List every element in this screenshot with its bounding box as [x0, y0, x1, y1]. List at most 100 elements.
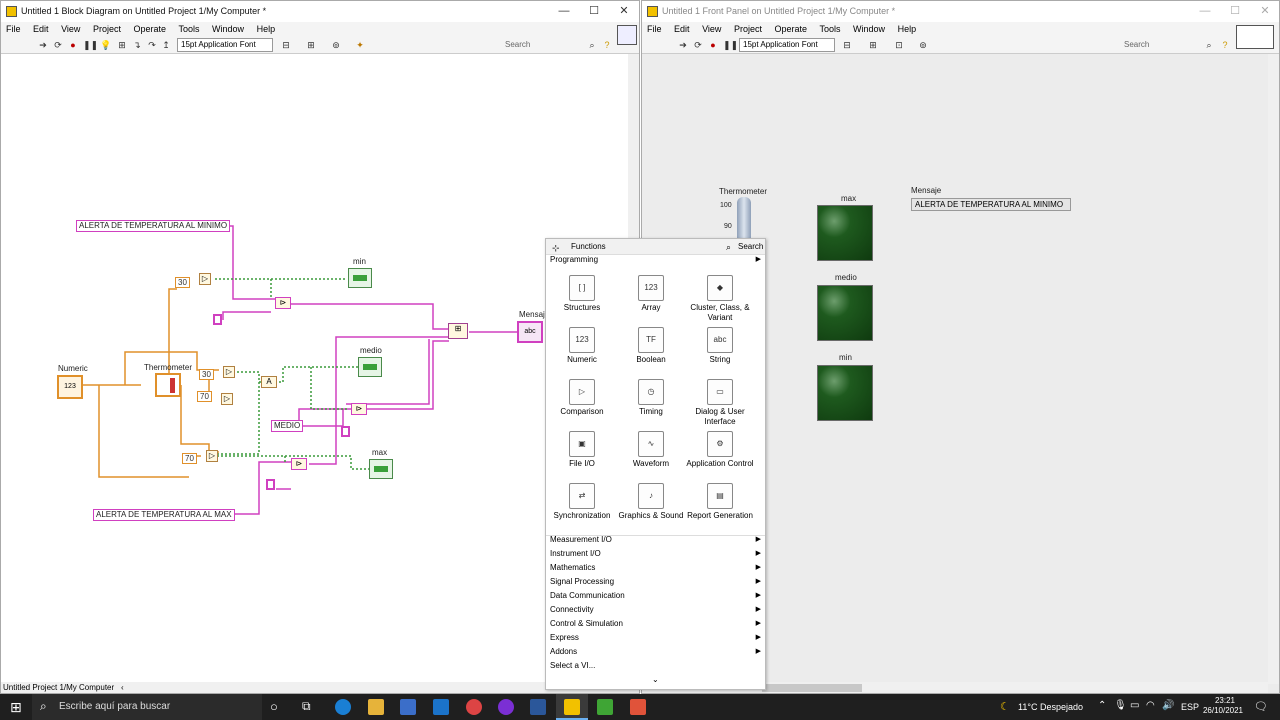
numeric-terminal[interactable]: 123 [57, 375, 83, 399]
bd-search[interactable]: Search [505, 40, 531, 49]
volume-icon[interactable]: 🔊 [1162, 700, 1175, 711]
taskbar-search[interactable]: ⌕ Escribe aquí para buscar [32, 694, 262, 720]
fp-help-icon[interactable]: ? [1222, 40, 1228, 50]
build-array-node[interactable]: ⊞ [448, 323, 468, 339]
fp-vertical-scrollbar[interactable] [1268, 54, 1279, 684]
recorder-icon[interactable] [630, 699, 646, 715]
medio-constant[interactable]: MEDIO [271, 420, 304, 432]
network-icon[interactable]: ▭ [1130, 700, 1140, 711]
and-node[interactable]: A [261, 376, 277, 388]
edge-icon[interactable] [335, 699, 351, 715]
pin-icon[interactable]: ⊹ [552, 243, 560, 253]
const-70-b[interactable]: 70 [182, 453, 197, 464]
palette-item-10[interactable]: ∿Waveform [616, 431, 686, 469]
palette-search-button[interactable]: Search [738, 242, 764, 251]
distribute-icon[interactable]: ⊞ [307, 40, 315, 50]
empty-string-constant-2[interactable] [341, 426, 350, 437]
palette-search-icon[interactable]: ⌕ [726, 242, 732, 252]
labview-taskbar-button[interactable] [556, 694, 588, 720]
fp-resize-icon[interactable]: ⊡ [895, 40, 903, 50]
font-select[interactable]: 15pt Application Font [177, 38, 273, 52]
fp-thermometer[interactable] [737, 197, 751, 243]
fp-reorder-icon[interactable]: ⊚ [919, 40, 927, 50]
file-explorer-icon[interactable] [368, 699, 384, 715]
microphone-icon[interactable]: 🎙 [1114, 700, 1127, 711]
menu-project[interactable]: Project [92, 24, 121, 34]
chrome-profile-icon[interactable] [498, 699, 514, 715]
run-arrow-icon[interactable]: ➔ [39, 40, 47, 50]
mensaje-terminal[interactable]: abc [517, 321, 543, 343]
camtasia-icon[interactable] [597, 699, 613, 715]
fp-medio-led[interactable] [817, 285, 873, 341]
highlight-icon[interactable]: 💡 [100, 40, 112, 50]
palette-item-13[interactable]: ♪Graphics & Sound [616, 483, 686, 521]
max-led-terminal[interactable] [369, 459, 393, 479]
palette-more-icon[interactable]: ⌄ [652, 675, 659, 684]
help-icon[interactable]: ? [604, 40, 610, 50]
notifications-icon[interactable]: 🗨 [1254, 701, 1268, 713]
vi-icon[interactable] [617, 25, 637, 45]
task-view-icon[interactable]: ⧉ [302, 699, 311, 713]
clock-time[interactable]: 23:21 [1214, 696, 1236, 705]
align-icon[interactable]: ⊟ [282, 40, 290, 50]
palette-category-programming[interactable]: Programming▶ [550, 253, 761, 267]
palette-submenu-0[interactable]: Measurement I/O▶ [550, 533, 761, 547]
const-30-b[interactable]: 30 [199, 369, 214, 380]
compare-less-node[interactable]: ▷ [199, 273, 211, 285]
windows-start-icon[interactable]: ⊞ [10, 699, 22, 715]
alert-max-constant[interactable]: ALERTA DE TEMPERATURA AL MAX [93, 509, 235, 521]
menu-view[interactable]: View [61, 24, 81, 34]
fp-menu-edit[interactable]: Edit [674, 24, 690, 34]
const-30-a[interactable]: 30 [175, 277, 190, 288]
palette-item-6[interactable]: ▷Comparison [547, 379, 617, 417]
const-70-a[interactable]: 70 [197, 391, 212, 402]
connector-pane-icon[interactable] [1236, 25, 1274, 49]
pause-icon[interactable]: ❚❚ [83, 40, 99, 50]
select-node-3[interactable]: ⊳ [291, 458, 307, 470]
palette-submenu-9[interactable]: Select a VI... [550, 659, 761, 673]
word-icon[interactable] [530, 699, 546, 715]
alert-min-constant[interactable]: ALERTA DE TEMPERATURA AL MINIMO [76, 220, 231, 232]
palette-item-9[interactable]: ▣File I/O [547, 431, 617, 469]
store-icon[interactable] [400, 699, 416, 715]
maximize-button[interactable]: ☐ [589, 5, 599, 17]
cortana-icon[interactable]: ○ [270, 699, 278, 714]
palette-item-8[interactable]: ▭Dialog & User Interface [685, 379, 755, 427]
cleanup-icon[interactable]: ✦ [356, 40, 364, 50]
compare-greater-node[interactable]: ▷ [223, 366, 235, 378]
step-over-icon[interactable]: ↷ [148, 40, 156, 50]
menu-tools[interactable]: Tools [178, 24, 200, 34]
menu-window[interactable]: Window [212, 24, 245, 34]
fp-search[interactable]: Search [1124, 40, 1150, 49]
palette-item-7[interactable]: ◷Timing [616, 379, 686, 417]
fp-maximize-button[interactable]: ☐ [1230, 5, 1240, 17]
empty-string-constant-1[interactable] [213, 314, 222, 325]
menu-edit[interactable]: Edit [33, 24, 49, 34]
fp-max-led[interactable] [817, 205, 873, 261]
palette-submenu-1[interactable]: Instrument I/O▶ [550, 547, 761, 561]
palette-item-0[interactable]: [ ]Structures [547, 275, 617, 313]
palette-submenu-6[interactable]: Control & Simulation▶ [550, 617, 761, 631]
palette-item-11[interactable]: ⚙Application Control [685, 431, 755, 469]
mail-icon[interactable] [433, 699, 449, 715]
fp-mensaje-indicator[interactable]: ALERTA DE TEMPERATURA AL MINIMO [911, 198, 1071, 211]
compare-greater-node-2[interactable]: ▷ [206, 450, 218, 462]
palette-submenu-8[interactable]: Addons▶ [550, 645, 761, 659]
empty-string-constant-3[interactable] [266, 479, 275, 490]
abort-icon[interactable]: ● [70, 40, 76, 50]
fp-horizontal-scrollbar[interactable] [642, 682, 1268, 693]
minimize-button[interactable]: — [558, 5, 570, 17]
select-node-2[interactable]: ⊳ [351, 403, 367, 415]
menu-help[interactable]: Help [256, 24, 276, 34]
fp-distribute-icon[interactable]: ⊞ [869, 40, 877, 50]
fp-menu-help[interactable]: Help [897, 24, 917, 34]
fp-menu-view[interactable]: View [702, 24, 722, 34]
step-into-icon[interactable]: ↴ [133, 40, 141, 50]
clock-date[interactable]: 26/10/2021 [1202, 706, 1244, 715]
min-led-terminal[interactable] [348, 268, 372, 288]
fp-abort-icon[interactable]: ● [710, 40, 716, 50]
search-icon[interactable]: ⌕ [589, 40, 595, 50]
chrome-icon[interactable] [466, 699, 482, 715]
